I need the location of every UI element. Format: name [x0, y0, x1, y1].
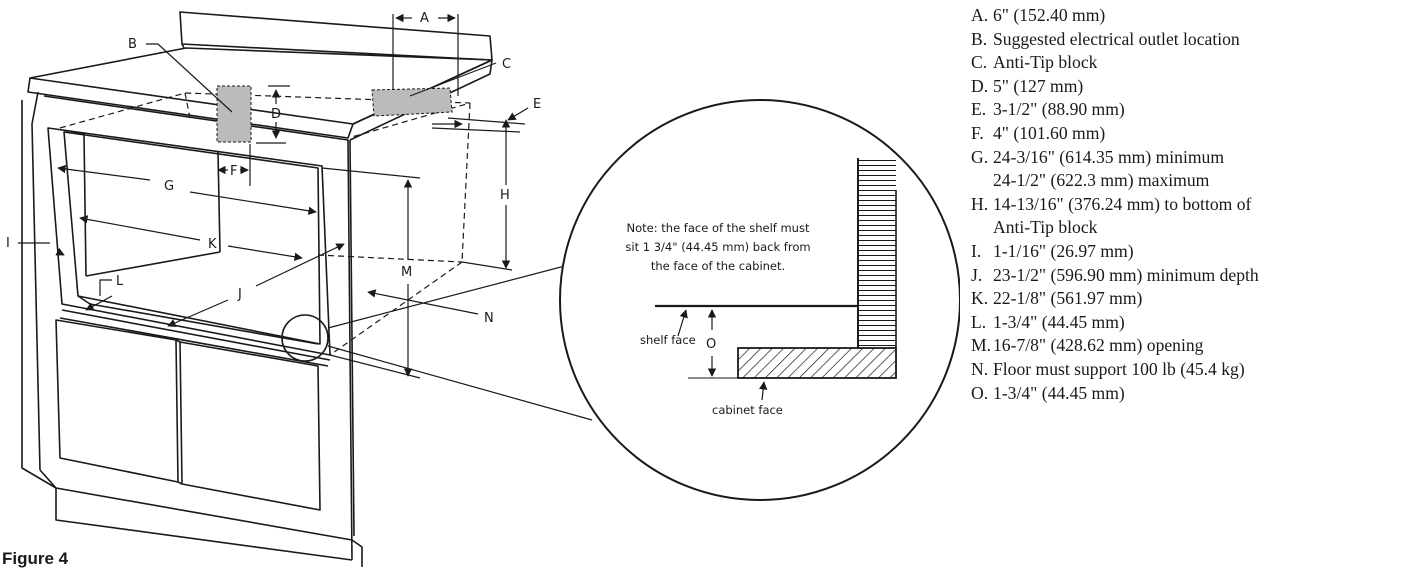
legend-key: H.: [971, 193, 989, 214]
legend-item: A.6" (152.40 mm): [971, 4, 1401, 28]
cabinet-diagram: A B C D E F G H I J K L M N O Note: the …: [6, 11, 960, 567]
shelf-detail: [559, 99, 960, 501]
anti-tip-block: [371, 87, 453, 117]
legend-text: 16-7/8" (428.62 mm) opening: [993, 335, 1204, 356]
range-dashed-outline: [59, 92, 471, 356]
callout-labels: A B C D E F G H I J K L M N O: [6, 11, 716, 352]
legend-text: Suggested electrical outlet location: [993, 28, 1240, 49]
callout-H: H: [500, 188, 510, 203]
legend-item: F. 4" (101.60 mm): [971, 122, 1401, 146]
legend-key: G.: [971, 146, 989, 167]
legend-key: D.: [971, 75, 989, 96]
legend-item: L. 1-3/4" (44.45 mm): [971, 311, 1401, 335]
legend-item: E. 3-1/2" (88.90 mm): [971, 98, 1401, 122]
legend-key: J.: [971, 264, 983, 285]
electrical-outlet-box: [216, 85, 252, 143]
legend-key: E.: [971, 99, 987, 120]
legend-text: 5" (127 mm): [993, 75, 1084, 96]
note-line-3: the face of the cabinet.: [651, 259, 785, 273]
legend-text: 24-3/16" (614.35 mm) minimum 24-1/2" (62…: [993, 146, 1225, 191]
legend-text: 1-3/4" (44.45 mm): [993, 382, 1125, 403]
legend-key: O.: [971, 382, 989, 403]
detail-callout-circle: [281, 314, 329, 362]
legend-key: M.: [971, 335, 992, 356]
legend-text: 14-13/16" (376.24 mm) to bottom of Anti-…: [993, 193, 1252, 238]
legend-item: H.14-13/16" (376.24 mm) to bottom of Ant…: [971, 193, 1401, 240]
legend-text: 6" (152.40 mm): [993, 5, 1106, 25]
legend-text: Floor must support 100 lb (45.4 kg): [993, 358, 1245, 379]
figure-caption: Figure 4: [2, 549, 69, 568]
callout-G: G: [164, 179, 174, 194]
legend-item: K.22-1/8" (561.97 mm): [971, 287, 1401, 311]
legend-text: 4" (101.60 mm): [993, 122, 1106, 143]
callout-K: K: [208, 237, 217, 252]
legend-key: F.: [971, 122, 984, 143]
legend-key: A.: [971, 5, 989, 25]
callout-N: N: [484, 311, 494, 326]
legend-item: O.1-3/4" (44.45 mm): [971, 382, 1401, 406]
legend-text: 3-1/2" (88.90 mm): [993, 99, 1125, 120]
callout-A: A: [420, 11, 429, 26]
callout-F: F: [230, 164, 237, 179]
dimension-lines: [18, 13, 593, 421]
legend-text: Anti-Tip block: [993, 52, 1098, 73]
callout-D: D: [271, 107, 281, 122]
cabinet-face-label: cabinet face: [712, 403, 783, 417]
callout-J: J: [237, 287, 242, 302]
callout-L: L: [116, 274, 124, 289]
legend-text: 22-1/8" (561.97 mm): [993, 288, 1143, 309]
legend-item: B.Suggested electrical outlet location: [971, 28, 1401, 52]
callout-B: B: [128, 37, 137, 52]
callout-M: M: [401, 265, 412, 280]
legend-item: I. 1-1/16" (26.97 mm): [971, 240, 1401, 264]
legend-key: N.: [971, 358, 989, 379]
legend-text: 1-1/16" (26.97 mm): [993, 240, 1134, 261]
legend-item: D.5" (127 mm): [971, 75, 1401, 99]
legend-item: M.16-7/8" (428.62 mm) opening: [971, 334, 1401, 358]
legend-key: K.: [971, 288, 989, 309]
note-line-2: sit 1 3/4" (44.45 mm) back from: [625, 240, 810, 254]
dimension-legend: A.6" (152.40 mm)B.Suggested electrical o…: [971, 4, 1401, 405]
callout-E: E: [533, 97, 541, 112]
legend-text: 1-3/4" (44.45 mm): [993, 311, 1125, 332]
callout-O: O: [706, 337, 716, 352]
legend-item: N.Floor must support 100 lb (45.4 kg): [971, 358, 1401, 382]
legend-text: 23-1/2" (596.90 mm) minimum depth: [993, 264, 1259, 285]
cabinet-drawing: A B C D E F G H I J K L M N O Note: the …: [6, 11, 960, 567]
legend-item: G.24-3/16" (614.35 mm) minimum 24-1/2" (…: [971, 146, 1401, 193]
legend-item: J. 23-1/2" (596.90 mm) minimum depth: [971, 264, 1401, 288]
shelf-face-label: shelf face: [640, 333, 696, 347]
note-line-1: Note: the face of the shelf must: [627, 221, 810, 235]
legend-key: C.: [971, 52, 988, 73]
legend-key: L.: [971, 311, 987, 332]
legend-key: I.: [971, 240, 982, 261]
callout-I: I: [6, 236, 10, 251]
legend-item: C.Anti-Tip block: [971, 51, 1401, 75]
callout-C: C: [502, 57, 511, 72]
legend-key: B.: [971, 28, 988, 49]
